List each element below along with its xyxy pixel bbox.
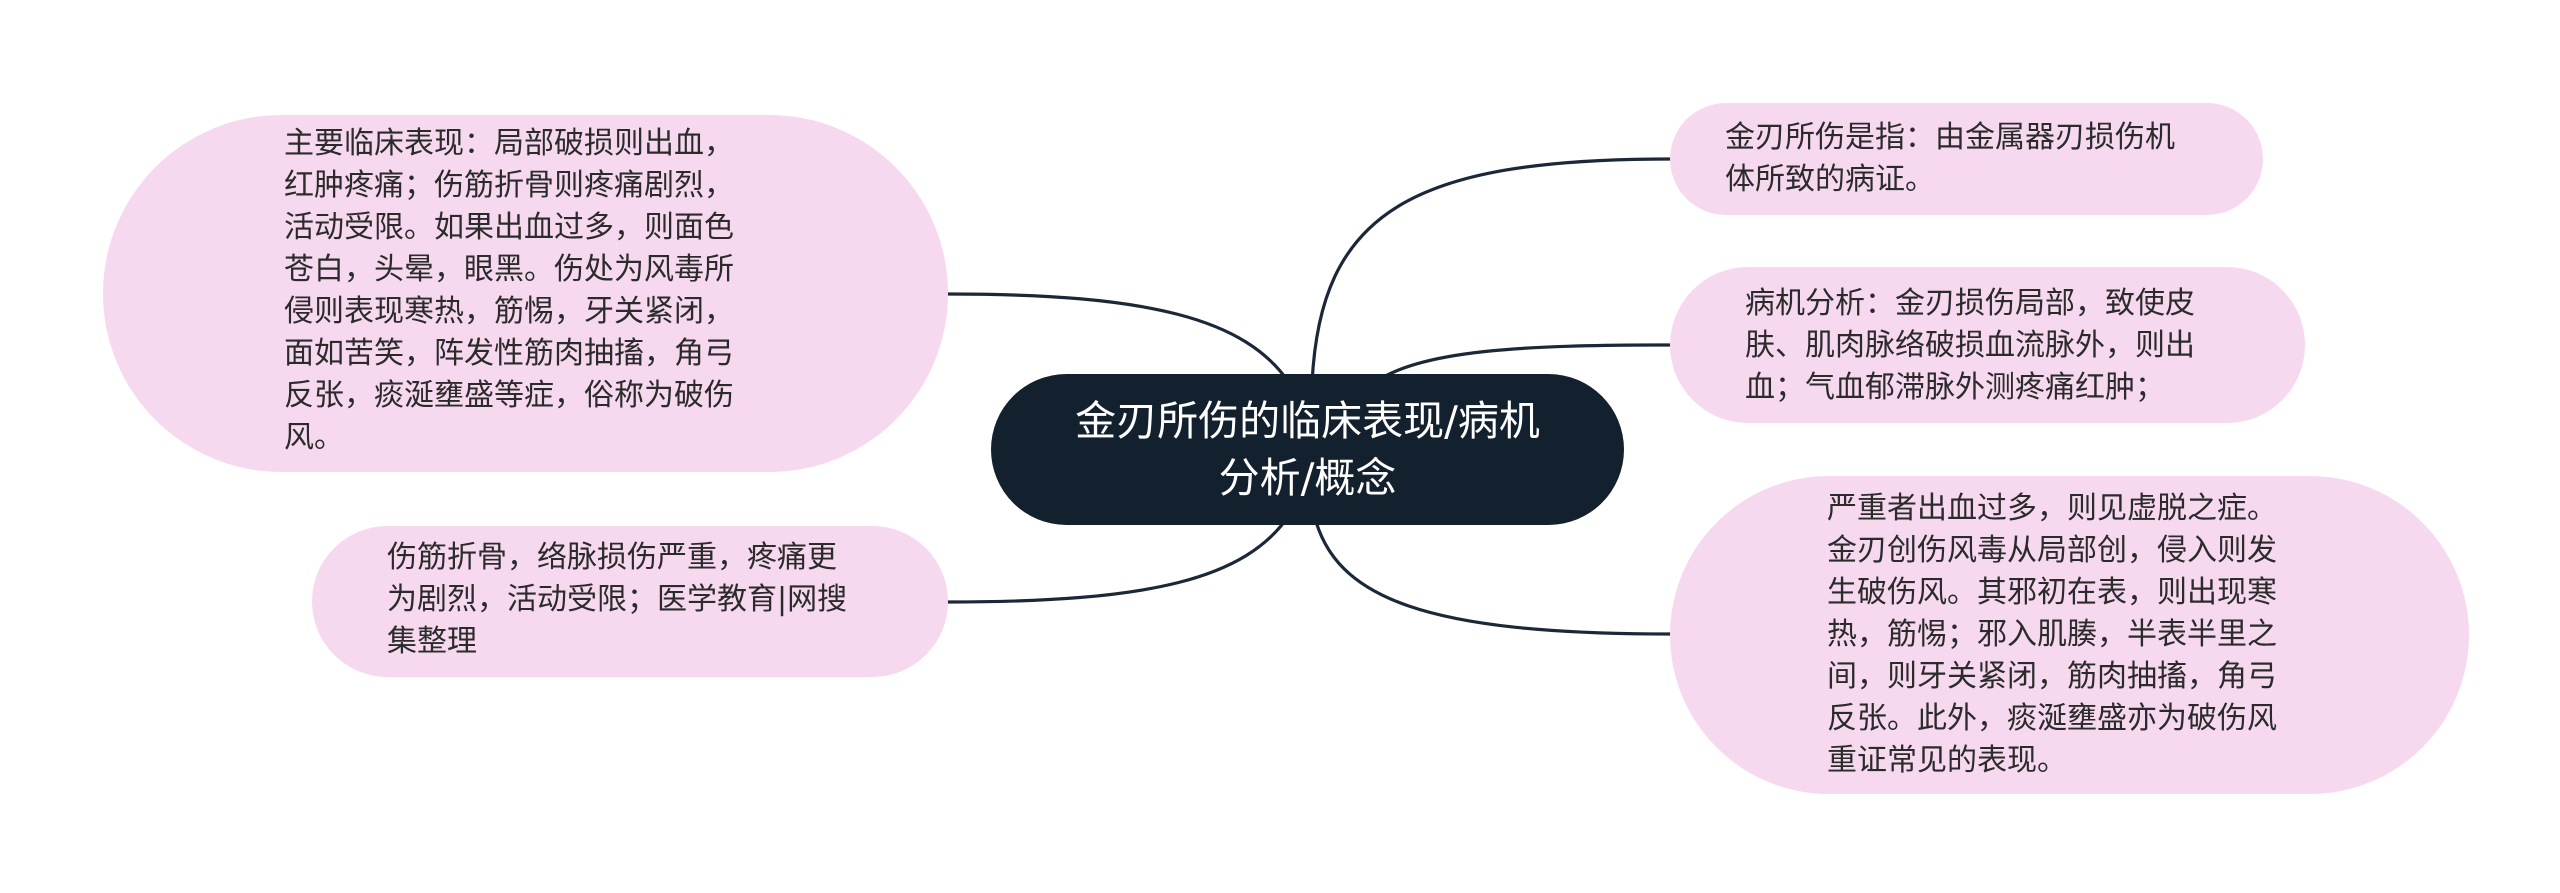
topic-text: 伤筋折骨，络脉损伤严重，疼痛更 为剧烈，活动受限；医学教育|网搜 集整理 <box>387 537 847 663</box>
topic-fracture-injury: 伤筋折骨，络脉损伤严重，疼痛更 为剧烈，活动受限；医学教育|网搜 集整理 <box>312 526 948 677</box>
topic-text-line: 红肿疼痛；伤筋折骨则疼痛剧烈， <box>284 168 734 203</box>
topic-text-line: 侵则表现寒热，筋惕，牙关紧闭， <box>284 294 734 329</box>
connector-to-definition <box>1310 157 1672 386</box>
topic-text-line: 集整理 <box>387 624 477 659</box>
topic-text-line: 热，筋惕；邪入肌腠，半表半里之 <box>1827 617 2277 652</box>
topic-text-line: 苍白，头晕，眼黑。伤处为风毒所 <box>284 252 734 287</box>
topic-text-line: 主要临床表现：局部破损则出血， <box>284 126 734 161</box>
connector-to-pathogenesis <box>1370 343 1672 386</box>
connector-to-clinical-manifestations <box>946 292 1292 386</box>
topic-text-line: 反张。此外，痰涎壅盛亦为破伤风 <box>1827 701 2277 736</box>
topic-text-line: 伤筋折骨，络脉损伤严重，疼痛更 <box>387 540 837 575</box>
topic-text-line: 肤、肌肉脉络破损血流脉外，则出 <box>1745 328 2195 363</box>
connector-to-severe-cases <box>1312 512 1672 636</box>
topic-text-line: 血；气血郁滞脉外测疼痛红肿； <box>1745 370 2165 405</box>
topic-text-line: 体所致的病证。 <box>1725 162 1935 197</box>
topic-text-line: 活动受限。如果出血过多，则面色 <box>284 210 734 245</box>
topic-text: 金刃所伤是指：由金属器刃损伤机 体所致的病证。 <box>1725 117 2175 201</box>
topic-text: 严重者出血过多，则见虚脱之症。 金刃创伤风毒从局部创，侵入则发 生破伤风。其邪初… <box>1827 488 2277 782</box>
central-topic: 金刃所伤的临床表现/病机 分析/概念 <box>991 374 1624 525</box>
topic-text-line: 重证常见的表现。 <box>1827 743 2067 778</box>
central-topic-text: 金刃所伤的临床表现/病机 分析/概念 <box>1075 393 1540 507</box>
topic-clinical-manifestations: 主要临床表现：局部破损则出血， 红肿疼痛；伤筋折骨则疼痛剧烈， 活动受限。如果出… <box>103 115 948 472</box>
central-topic-line: 分析/概念 <box>1218 453 1397 502</box>
topic-text-line: 面如苦笑，阵发性筋肉抽搐，角弓 <box>284 336 734 371</box>
topic-text: 主要临床表现：局部破损则出血， 红肿疼痛；伤筋折骨则疼痛剧烈， 活动受限。如果出… <box>284 123 734 459</box>
central-topic-line: 金刃所伤的临床表现/病机 <box>1075 396 1540 445</box>
topic-text: 病机分析：金刃损伤局部，致使皮 肤、肌肉脉络破损血流脉外，则出 血；气血郁滞脉外… <box>1745 283 2195 409</box>
topic-text-line: 反张，痰涎壅盛等症，俗称为破伤 <box>284 378 734 413</box>
topic-text-line: 金刃创伤风毒从局部创，侵入则发 <box>1827 533 2277 568</box>
topic-text-line: 严重者出血过多，则见虚脱之症。 <box>1827 491 2277 526</box>
topic-text-line: 病机分析：金刃损伤局部，致使皮 <box>1745 286 2195 321</box>
topic-text-line: 生破伤风。其邪初在表，则出现寒 <box>1827 575 2277 610</box>
topic-text-line: 为剧烈，活动受限；医学教育|网搜 <box>387 582 848 617</box>
topic-definition: 金刃所伤是指：由金属器刃损伤机 体所致的病证。 <box>1670 103 2263 215</box>
topic-text-line: 风。 <box>284 420 344 455</box>
topic-severe-cases: 严重者出血过多，则见虚脱之症。 金刃创伤风毒从局部创，侵入则发 生破伤风。其邪初… <box>1670 476 2469 794</box>
connector-to-fracture-injury <box>946 512 1292 604</box>
topic-text-line: 间，则牙关紧闭，筋肉抽搐，角弓 <box>1827 659 2277 694</box>
topic-text-line: 金刃所伤是指：由金属器刃损伤机 <box>1725 120 2175 155</box>
topic-pathogenesis: 病机分析：金刃损伤局部，致使皮 肤、肌肉脉络破损血流脉外，则出 血；气血郁滞脉外… <box>1670 267 2305 423</box>
